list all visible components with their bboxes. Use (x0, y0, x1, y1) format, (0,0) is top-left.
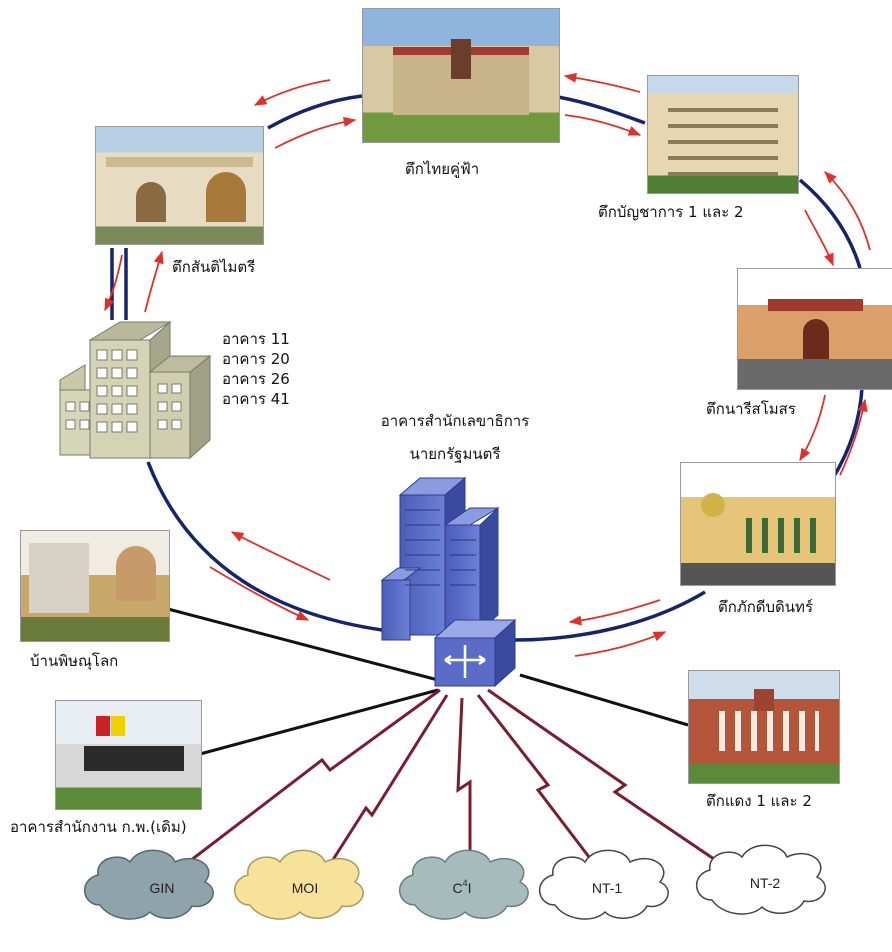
label-baan-phitsanulok: บ้านพิษณุโลก (30, 652, 119, 670)
label-ocsc-old: อาคารสำนักงาน ก.พ.(เดิม) (10, 818, 187, 836)
label-buncha-karn: ตึกบัญชาการ 1 และ 2 (598, 203, 744, 221)
cloud-gin (84, 849, 214, 920)
wan-links (164, 688, 746, 882)
label-phakdi-bodin: ตึกภักดีบดินทร์ (718, 598, 813, 616)
label-nari-samosorn: ตึกนารีสโมสร (706, 400, 796, 418)
cloud-c4i (399, 849, 529, 920)
label-building-26: อาคาร 26 (222, 370, 290, 388)
label-center-line2: นายกรัฐมนตรี (409, 445, 501, 463)
photo-nari-samosorn (737, 268, 892, 390)
photo-santi-maitri (95, 126, 264, 245)
label-building-20: อาคาร 20 (222, 350, 290, 368)
switch-icon (433, 618, 517, 688)
label-building-41: อาคาร 41 (222, 390, 290, 408)
building-group-icon (59, 320, 212, 460)
wired-links (167, 607, 689, 756)
ring-segment-bottom-left (146, 461, 383, 632)
ring-segment-bottom-right (514, 590, 706, 642)
photo-ocsc-old (55, 700, 202, 810)
cloud-label-moi: MOI (292, 880, 318, 896)
cloud-nt1 (539, 849, 669, 920)
cloud-nt2 (696, 844, 826, 915)
label-thai-khu-fah: ตึกไทยคู่ฟ้า (405, 160, 480, 178)
photo-phakdi-bodin (680, 462, 836, 586)
ring-segment-right (557, 95, 646, 125)
cloud-label-gin: GIN (150, 880, 175, 896)
ring-segment-right-mid (831, 387, 864, 479)
ring-network (110, 94, 864, 642)
flow-arrows (104, 72, 871, 657)
cloud-label-c4i: C4I (452, 878, 471, 896)
cloud-label-nt2: NT-2 (750, 875, 781, 891)
photo-buncha-karn (647, 75, 799, 194)
photo-baan-phitsanulok (20, 530, 170, 642)
ring-segment-right-upper (798, 178, 862, 269)
cloud-moi (234, 849, 364, 920)
label-daeng: ตึกแดง 1 และ 2 (706, 792, 812, 810)
label-center-line1: อาคารสำนักเลขาธิการ (380, 412, 530, 430)
ring-segment-left (267, 94, 363, 130)
photo-thai-khu-fah (362, 8, 560, 143)
photo-daeng (688, 670, 840, 784)
label-building-11: อาคาร 11 (222, 330, 290, 348)
cloud-label-nt1: NT-1 (592, 880, 623, 896)
central-building-icon (380, 476, 517, 688)
building-group-labels: อาคาร 11 อาคาร 20 อาคาร 26 อาคาร 41 (222, 330, 290, 408)
label-santi-maitri: ตึกสันติไมตรี (172, 258, 256, 276)
